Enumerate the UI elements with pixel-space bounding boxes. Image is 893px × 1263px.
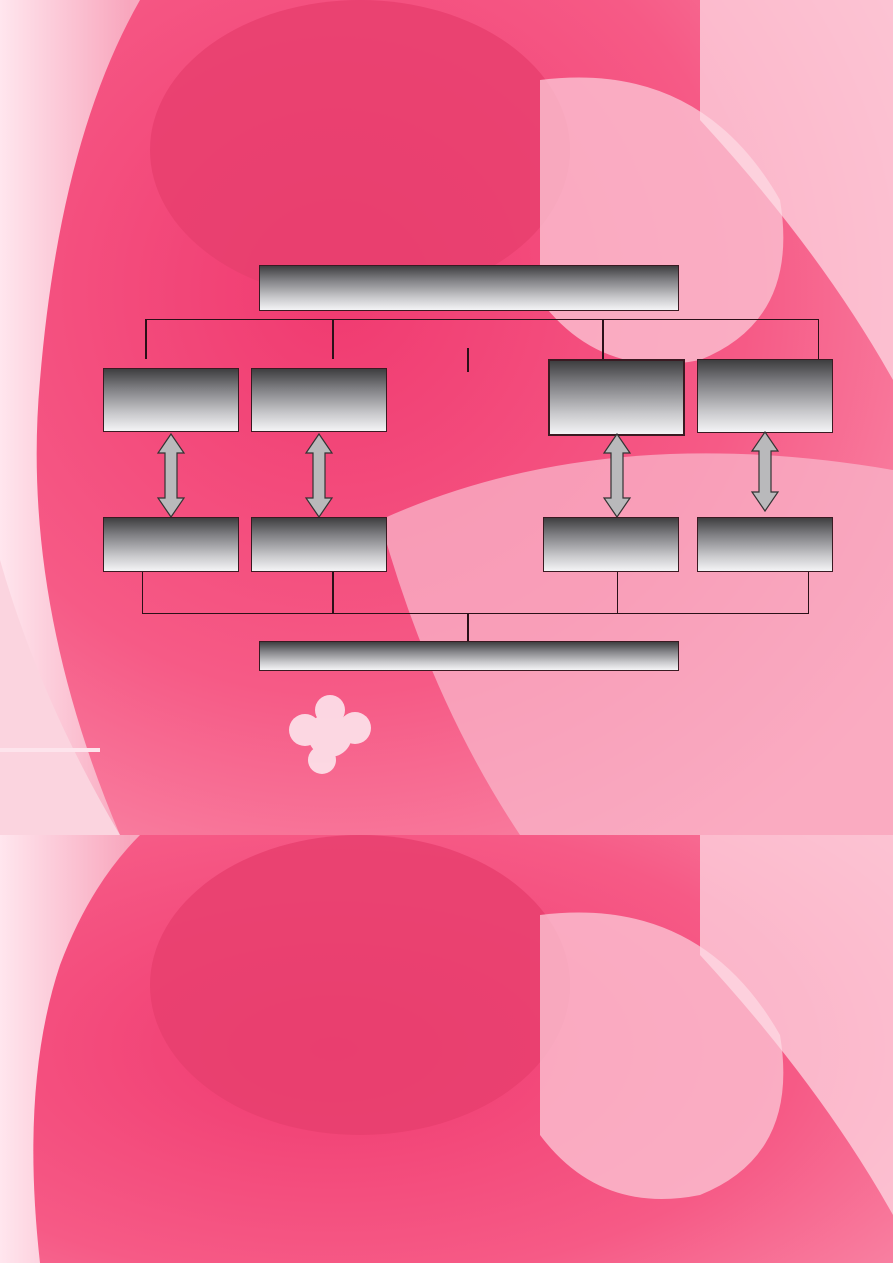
connector-rise-2 [332, 572, 334, 613]
connector-drop-1 [145, 319, 147, 359]
connector-rise-3 [617, 572, 618, 613]
connector-tick-center [467, 348, 469, 372]
background-photo-repeat [0, 835, 893, 1263]
connector-drop-3 [602, 319, 604, 359]
connector-bottom-horizontal [142, 613, 809, 614]
connector-drop-4 [818, 319, 819, 359]
connector-rise-1 [142, 572, 143, 613]
lower-box-4 [697, 517, 833, 572]
bottom-box [259, 641, 679, 671]
upper-box-3 [548, 359, 685, 436]
upper-box-1 [103, 368, 239, 432]
lower-box-2 [251, 517, 387, 572]
upper-box-4 [697, 359, 833, 433]
slide-top [0, 0, 893, 835]
upper-box-2 [251, 368, 387, 432]
top-box [259, 265, 679, 311]
connector-rise-4 [808, 572, 809, 613]
connector-top-horizontal [145, 319, 819, 320]
lower-box-3 [543, 517, 679, 572]
connector-drop-2 [332, 319, 334, 359]
lower-box-1 [103, 517, 239, 572]
slide-bottom [0, 835, 893, 1263]
flower-icon [289, 695, 371, 774]
connector-bottom-center [467, 613, 469, 641]
